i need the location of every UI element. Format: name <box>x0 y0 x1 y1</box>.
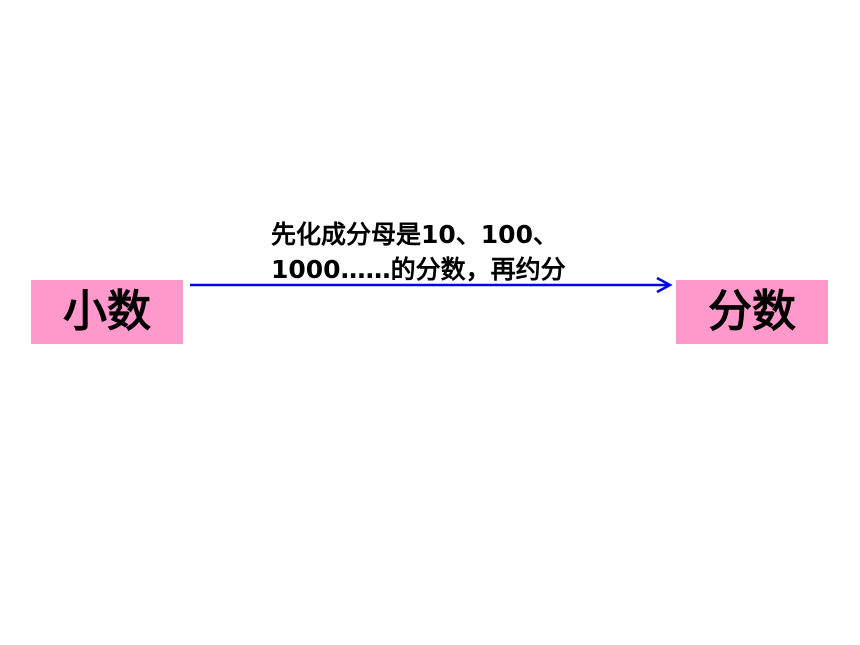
source-label: 小数 <box>63 286 151 337</box>
target-label: 分数 <box>708 286 796 337</box>
source-box-decimal: 小数 <box>31 280 183 344</box>
arrow-head <box>656 276 673 294</box>
target-box-fraction: 分数 <box>676 280 828 344</box>
arrow-caption-line-2: 1000……的分数，再约分 <box>271 255 566 284</box>
arrow-caption-line-1: 先化成分母是10、100、 <box>271 220 558 249</box>
